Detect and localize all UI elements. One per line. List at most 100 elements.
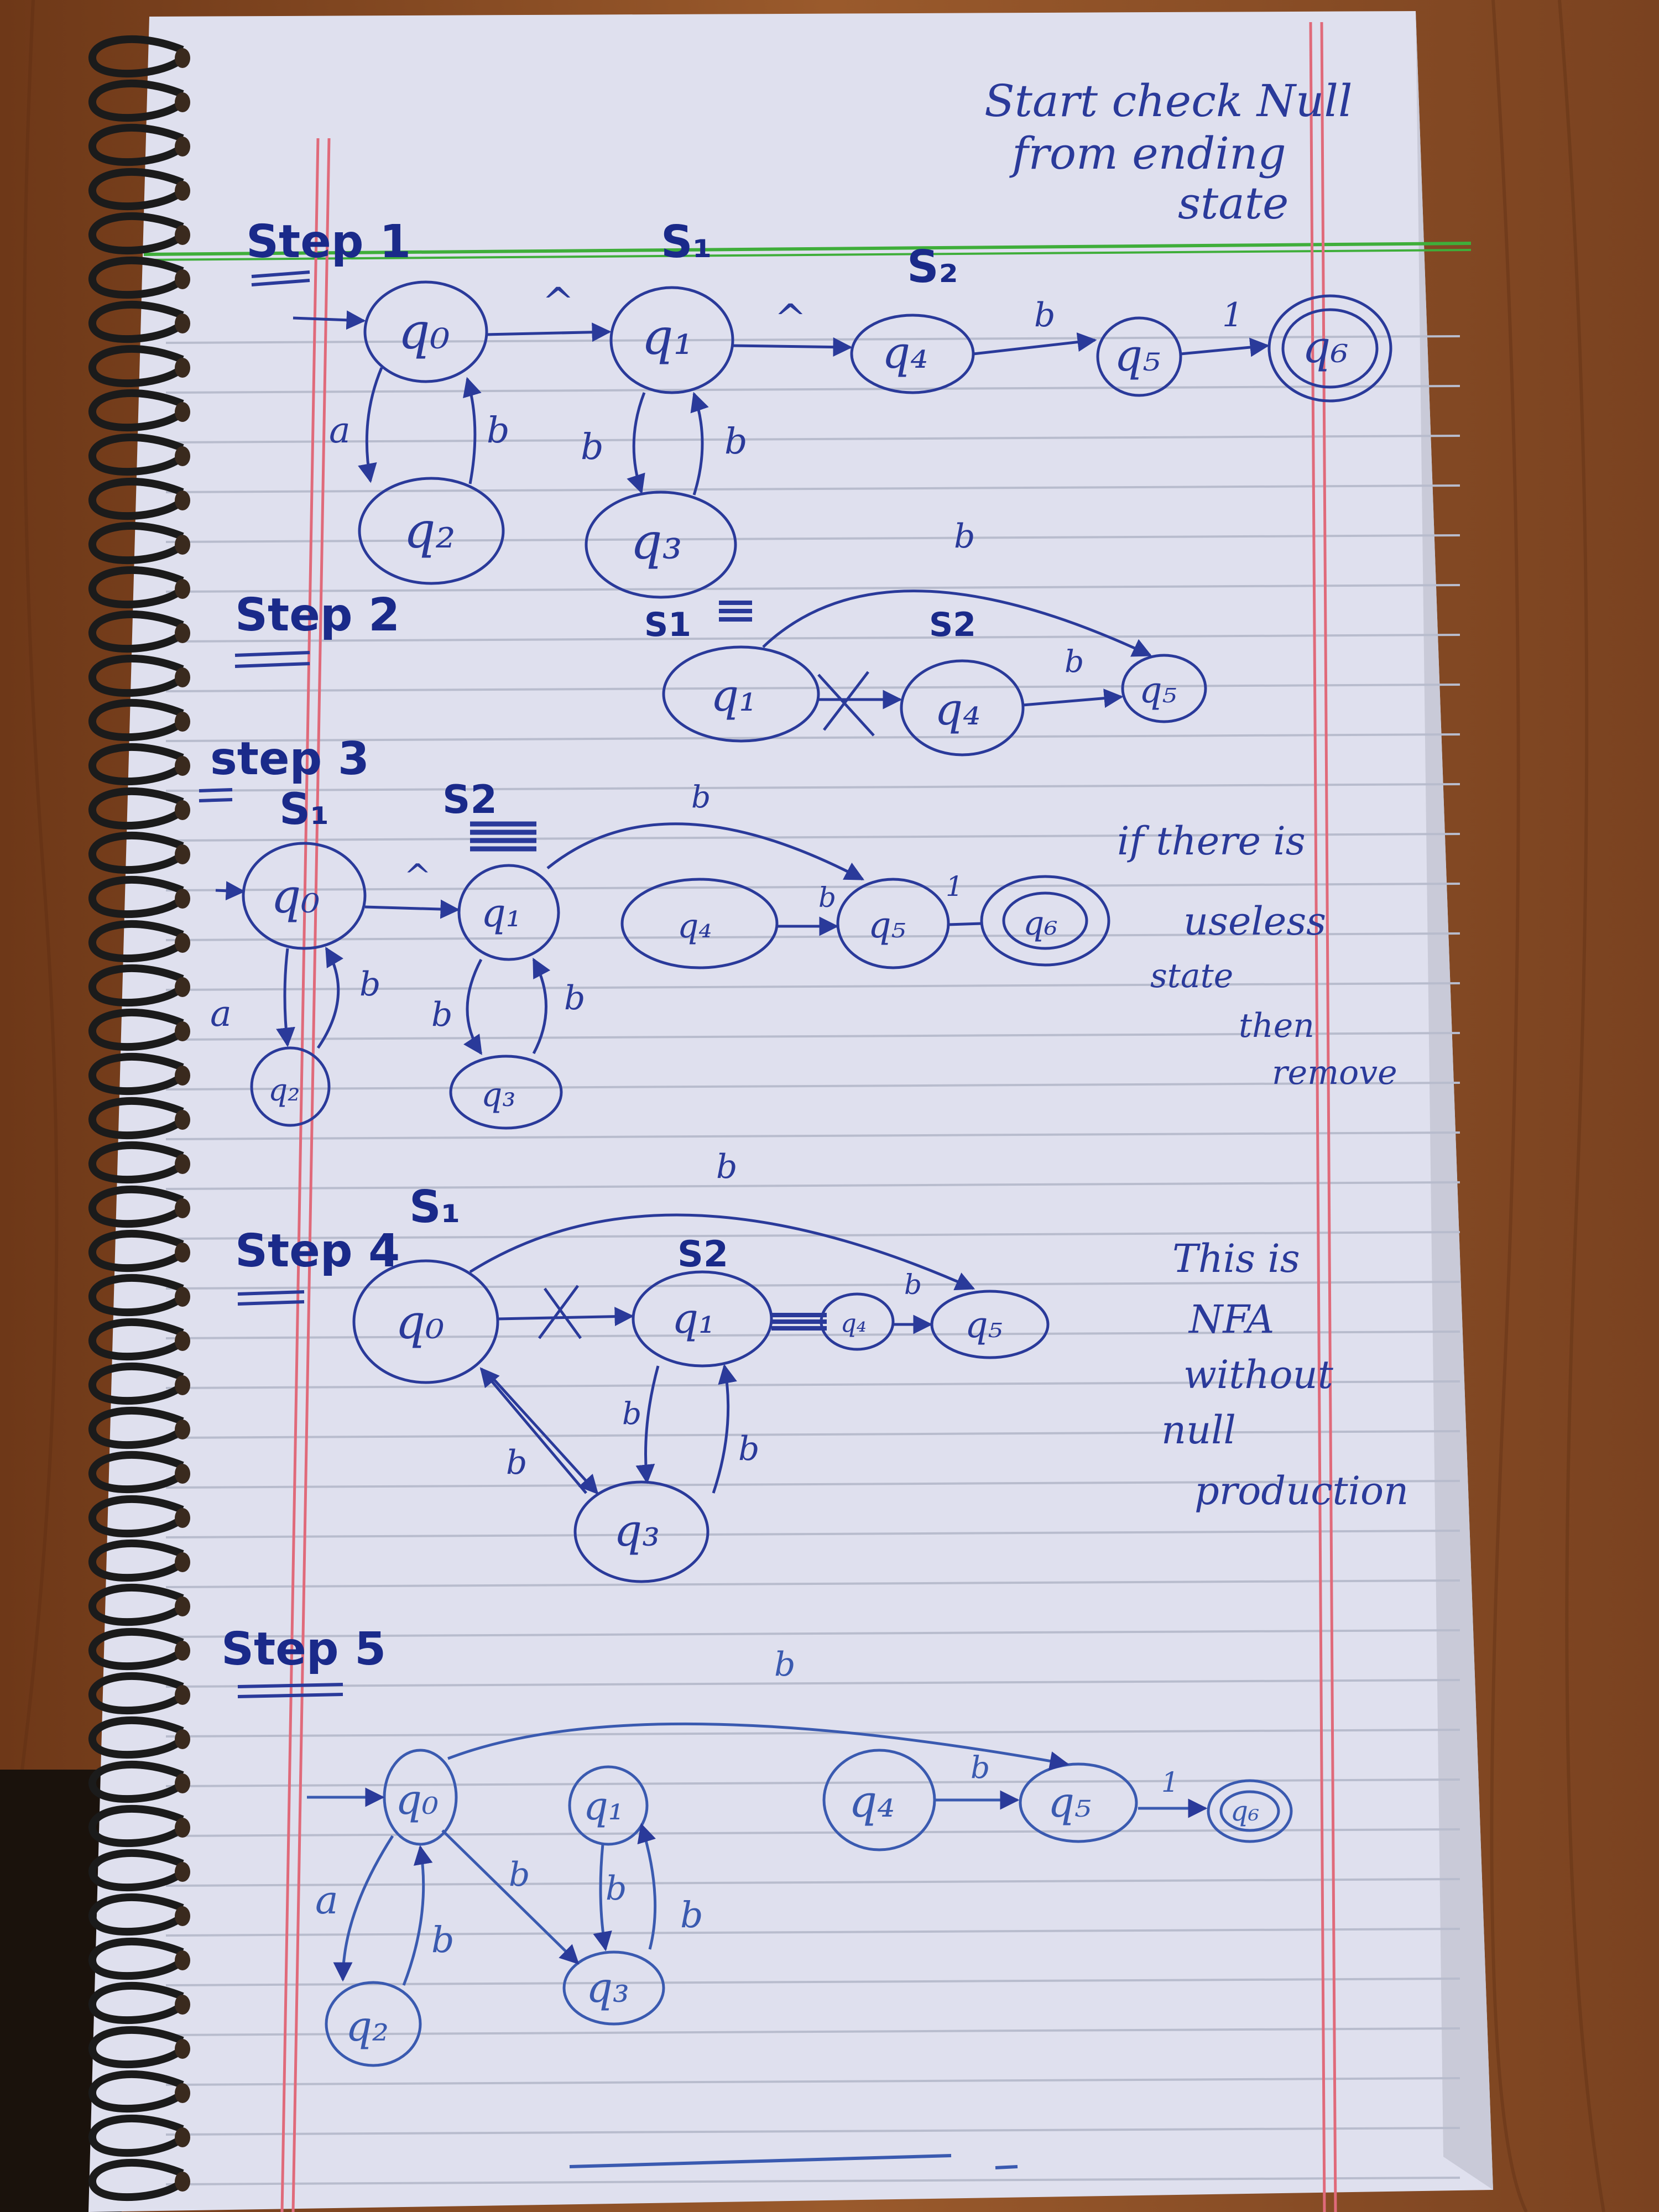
svg-text:^: ^ (542, 279, 575, 325)
svg-text:b: b (431, 995, 452, 1034)
svg-text:a: a (210, 993, 232, 1035)
svg-text:S2: S2 (929, 606, 976, 644)
spiral-hole (175, 2039, 190, 2059)
spiral-hole (175, 1331, 190, 1351)
spiral-ring (88, 124, 185, 166)
spiral-ring (88, 257, 185, 299)
svg-text:b: b (581, 426, 604, 468)
spiral-hole (175, 1021, 190, 1041)
svg-text:q₃: q₃ (481, 1076, 515, 1114)
svg-text:q₀: q₀ (395, 1775, 439, 1824)
state-q0 (363, 280, 488, 383)
step4-label: Step 4 (235, 1225, 400, 1277)
step3-state-q3 (449, 1055, 563, 1130)
step4-state-q0 (352, 1259, 499, 1384)
spiral-hole (175, 48, 190, 68)
spiral-hole (175, 1552, 190, 1572)
spiral-ring (88, 1672, 185, 1715)
step5-state-q1 (568, 1765, 649, 1846)
spiral-hole (175, 1818, 190, 1838)
spiral-ring (88, 1761, 185, 1803)
svg-text:b: b (359, 965, 380, 1004)
svg-text:then: then (1239, 1006, 1314, 1045)
svg-text:b: b (954, 517, 975, 556)
svg-text:q₅: q₅ (1048, 1778, 1091, 1827)
bottom-pen-stroke (569, 2154, 952, 2168)
ruled-line (165, 1082, 1460, 1091)
spiral-ring (88, 566, 185, 609)
spiral-ring (88, 389, 185, 432)
spiral-ring (88, 434, 185, 476)
svg-text:q₁: q₁ (711, 670, 757, 721)
svg-text:q₂: q₂ (346, 2002, 389, 2051)
step3-diagram: S₁ S2 q₀ q₁ q₂ q₃ q₄ q₅ q₆ ^ (210, 777, 1110, 1130)
ruled-line (165, 883, 1460, 891)
spiral-hole (175, 1420, 190, 1439)
step5-diagram: q₀ q₁ q₂ q₃ q₄ q₅ q₆ b b 1 a b b b b (307, 1645, 1293, 2067)
ruled-line (165, 534, 1460, 543)
svg-text:q₂: q₂ (268, 1072, 300, 1108)
svg-text:q₄: q₄ (882, 327, 928, 378)
right-margin-line (1309, 22, 1326, 2212)
step3-state-q6-final (980, 875, 1110, 967)
spiral-hole (175, 1508, 190, 1528)
spiral-hole (175, 1110, 190, 1130)
spiral-ring (88, 1628, 185, 1671)
spiral-ring (88, 1849, 185, 1892)
spiral-ring (88, 964, 185, 1007)
ruled-line (165, 385, 1460, 394)
spiral-ring (88, 168, 185, 211)
spiral-hole (175, 1862, 190, 1882)
spiral-ring (88, 1186, 185, 1228)
svg-text:state: state (1150, 957, 1233, 995)
spiral-ring (88, 1451, 185, 1494)
step1-diagram: S₁ S₂ q₀ q₁ q₄ q₅ q₆ q₂ q₃ ^ ^ (293, 216, 1392, 599)
spiral-ring (88, 35, 185, 78)
ruled-line (165, 684, 1460, 692)
svg-text:q₃: q₃ (586, 1963, 629, 2012)
spiral-ring (88, 1053, 185, 1095)
ruled-line (165, 1380, 1460, 1389)
svg-text:q₁: q₁ (481, 890, 521, 936)
svg-text:b: b (506, 1443, 527, 1482)
ruled-line (165, 1729, 1460, 1738)
ruled-line (165, 1928, 1460, 1937)
ruled-line (165, 435, 1460, 444)
svg-text:q₃: q₃ (614, 1505, 660, 1556)
spiral-ring (88, 2070, 185, 2113)
ruled-line (165, 2027, 1460, 2036)
svg-text:S₁: S₁ (279, 785, 329, 834)
svg-text:b: b (564, 979, 585, 1018)
spiral-hole (175, 1950, 190, 1970)
svg-text:b: b (691, 779, 711, 815)
spiral-ring (88, 1540, 185, 1582)
spiral-hole (175, 977, 190, 997)
step5-label: Step 5 (221, 1623, 386, 1676)
svg-text:b: b (818, 881, 836, 914)
spiral-hole (175, 1375, 190, 1395)
spiral-hole (175, 1154, 190, 1174)
ruled-line (165, 584, 1460, 593)
spiral-hole (175, 137, 190, 156)
svg-text:q₁: q₁ (641, 308, 693, 366)
ruled-line (165, 783, 1460, 792)
spiral-ring (88, 1363, 185, 1405)
spiral-hole (175, 579, 190, 599)
spiral-ring (88, 1009, 185, 1051)
ruled-line (165, 833, 1460, 842)
svg-text:b: b (738, 1430, 759, 1468)
step2-label: Step 2 (235, 589, 400, 641)
spiral-ring (88, 743, 185, 786)
ruled-line (165, 1530, 1460, 1538)
spiral-ring (88, 876, 185, 919)
step1-s1-label: S₁ (661, 216, 712, 268)
spiral-hole (175, 712, 190, 732)
note-step4: This is NFA without null production (1161, 1236, 1408, 1514)
spiral-ring (88, 655, 185, 697)
spiral-ring (88, 1584, 185, 1626)
spiral-hole (175, 446, 190, 466)
step4-diagram: S₁ S2 q₀ q₁ q₄ q₅ q₃ b b b b b (352, 1147, 1050, 1583)
spiral-hole (175, 402, 190, 422)
spiral-ring (88, 301, 185, 343)
svg-text:useless: useless (1183, 899, 1326, 944)
